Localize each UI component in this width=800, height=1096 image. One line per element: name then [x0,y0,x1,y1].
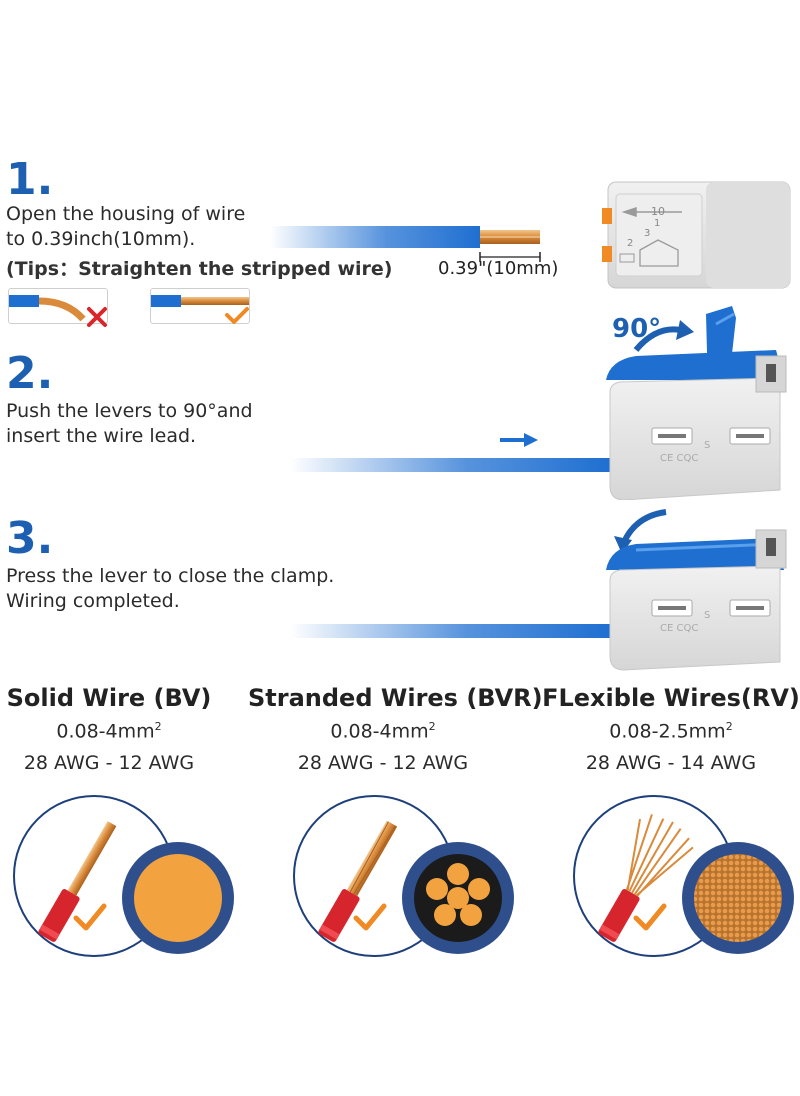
wire-type-2-title: Stranded Wires (BVR) [248,684,543,712]
flexible-wire-illustration [573,795,794,957]
solid-wire-illustration [13,795,234,957]
step-1-number: 1. [6,154,54,205]
wire-type-2-awg: 28 AWG - 12 AWG [297,752,469,774]
check-icon [225,307,249,324]
lever-closed-connector [606,509,787,671]
wire-type-1-area: 0.08-4mm2 [56,720,162,743]
cert-mark-step-2: CE CQC [660,453,699,464]
housing-mark-10: 10 [651,205,665,218]
lever-angle-label: 90° [612,314,662,344]
strip-length-label: 0.39"(10mm) [438,258,559,279]
wire-type-1-awg: 28 AWG - 12 AWG [23,752,195,774]
housing-mark-3: 3 [644,228,651,239]
wire-type-3-awg: 28 AWG - 14 AWG [585,752,757,774]
wire-type-3-title: FLexible Wires(RV) [542,684,800,712]
s-mark-step-3: S [704,610,711,621]
step-2-text-line-2: insert the wire lead. [6,425,197,447]
housing-mark-1: 1 [654,218,661,229]
wire-type-3-area: 0.08-2.5mm2 [609,720,733,743]
wire-type-2-area: 0.08-4mm2 [330,720,436,743]
straight-wire-correct-thumbnail [150,288,250,324]
step-3-text-line-2: Wiring completed. [6,590,180,612]
step-3-text-line-1: Press the lever to close the clamp. [6,565,335,587]
step-1-text-line-1: Open the housing of wire [6,203,246,225]
bent-wire-wrong-thumbnail [8,288,108,324]
s-mark-step-2: S [704,440,711,451]
stranded-wire-illustration [293,795,514,957]
wire-type-1-title: Solid Wire (BV) [6,684,212,712]
step-3-number: 3. [6,513,54,564]
lever-open-connector [606,306,787,500]
step-2-number: 2. [6,348,54,399]
stripped-wire-illustration [270,226,541,262]
open-connector-top-view [602,181,791,289]
cert-mark-step-3: CE CQC [660,623,699,634]
housing-mark-2: 2 [627,238,634,249]
step-1-tips: (Tips：Straighten the stripped wire) [6,258,393,280]
clamped-wire-illustration [290,624,610,638]
insert-wire-illustration [290,433,610,472]
step-1-text-line-2: to 0.39inch(10mm). [6,228,196,250]
step-2-text-line-1: Push the levers to 90°and [6,400,253,422]
cross-icon [87,307,107,327]
